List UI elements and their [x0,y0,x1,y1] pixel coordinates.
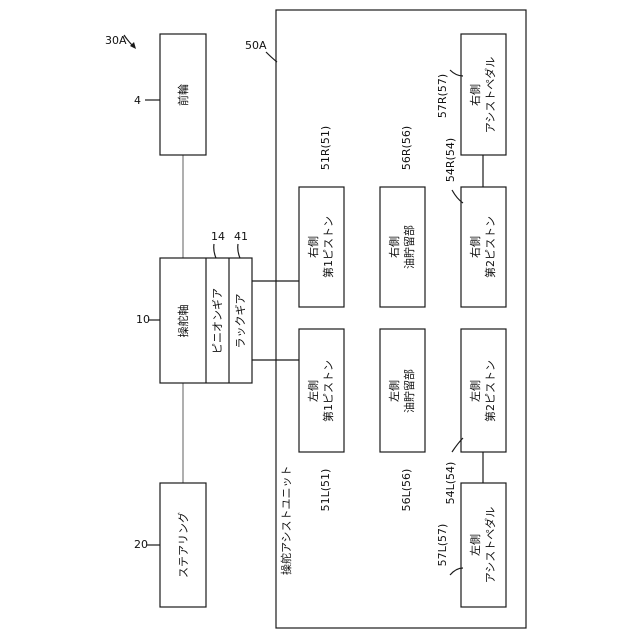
rack-gear-leader [238,244,240,258]
steering-shaft-label: 操舵軸 [176,305,190,338]
right-pedal-line1: 右側 [468,84,482,106]
right-piston1-line1: 右側 [306,236,320,258]
left-piston2-line2: 第2ピストン [483,360,497,422]
left-piston1-line1: 左側 [307,380,320,402]
left-piston1-ref: 51L(51) [319,469,332,512]
left-pedal-line1: 左側 [469,534,482,556]
left-oil-ref: 56L(56) [400,469,413,512]
right-oil-ref: 56R(56) [400,126,413,170]
right-piston2-line2: 第2ピストン [483,216,497,278]
right-piston2-line1: 右側 [468,236,482,258]
pinion-gear-label: ピニオンギア [211,288,224,354]
right-pedal-ref: 57R(57) [436,74,449,118]
assist-unit-label: 操舵アシストユニット [279,465,293,575]
right-oil-line1: 右側 [387,236,401,258]
assist-unit-ref: 50A [245,39,267,52]
left-piston2-ref: 54L(54) [444,462,457,505]
left-piston2-line1: 左側 [469,380,482,402]
front-wheel-label: 前輪 [176,84,190,106]
figure-ref-label: 30A [105,34,127,47]
left-pedal-line2: アシストペダル [483,507,497,584]
right-pedal-line2: アシストペダル [483,57,497,134]
left-oil-line2: 油貯留部 [402,369,416,413]
pinion-gear-leader [214,244,216,258]
left-oil-line1: 左側 [388,380,401,402]
steering-label: ステアリング [176,512,190,578]
assist-unit-leader [266,52,277,62]
right-piston2-ref: 54R(54) [444,138,457,182]
rack-gear-label: ラックギア [234,294,247,349]
left-pedal-ref: 57L(57) [436,524,449,567]
front-wheel-ref: 4 [134,94,141,107]
rack-gear-ref: 41 [234,230,248,243]
right-piston1-ref: 51R(51) [319,126,332,170]
steering-ref: 20 [134,538,148,551]
left-piston1-line2: 第1ピストン [321,360,335,422]
pinion-gear-ref: 14 [211,230,225,243]
right-oil-line2: 油貯留部 [402,225,416,269]
steering-shaft-ref: 10 [136,313,150,326]
right-piston1-line2: 第1ピストン [321,216,335,278]
